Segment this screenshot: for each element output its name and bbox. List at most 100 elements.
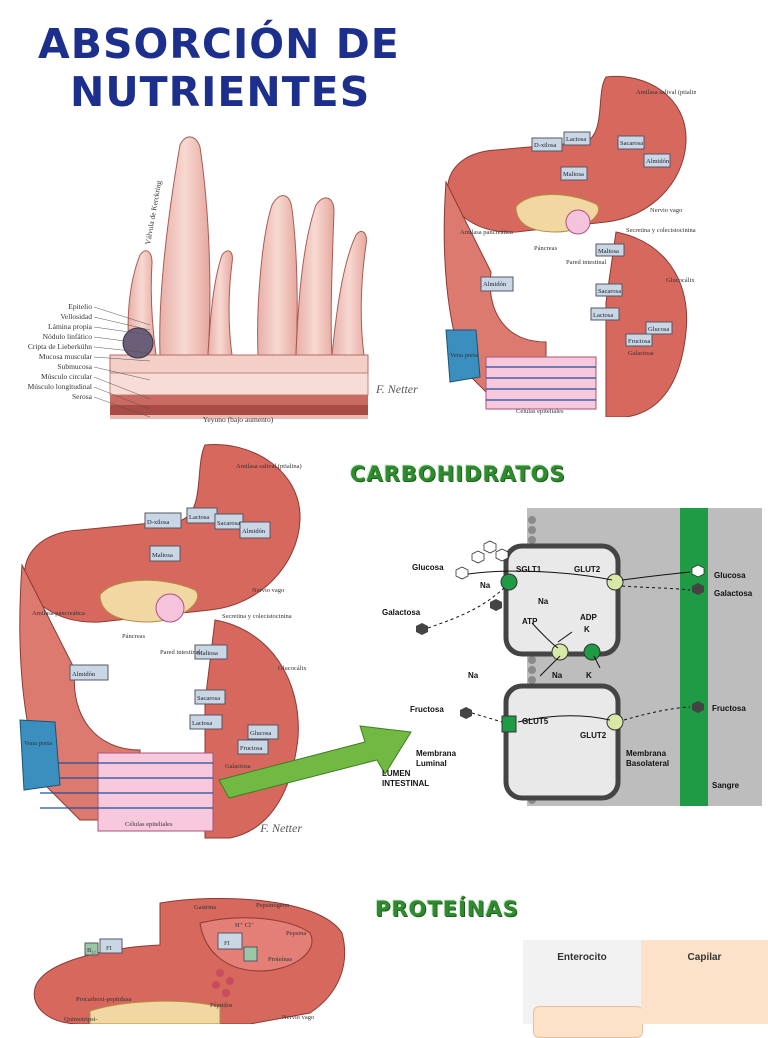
digestion-label: Almidón <box>242 528 266 535</box>
protein-label: H⁺ Cl⁻ <box>235 922 255 929</box>
villi-label: Lámina propia <box>48 322 93 331</box>
digestion-label: Secretina y colecistocinina <box>222 613 292 620</box>
na-label-1: Na <box>480 581 491 590</box>
villi-label: Nódulo linfático <box>43 332 93 341</box>
sangre-label: Sangre <box>712 781 740 790</box>
digestion-label: Páncreas <box>534 245 558 252</box>
atp-label: ATP <box>522 617 538 626</box>
enterocito-header: Enterocito <box>557 952 607 963</box>
fructosa-label: Fructosa <box>410 705 444 714</box>
villi-label: Submucosa <box>57 362 92 371</box>
villi-label: Cripta de Lieberkühn <box>28 342 92 351</box>
page-title: ABSORCIÓN DE NUTRIENTES <box>38 20 400 116</box>
valve-label: Válvula de Kerckring <box>143 180 163 246</box>
absorption-table: Enterocito Capilar <box>523 940 768 1038</box>
glut2-transporter-top <box>606 573 624 591</box>
villi-illustration: Epitelio Vellosidad Lámina propia Nódulo… <box>28 136 418 424</box>
title-line-2: NUTRIENTES <box>70 68 371 116</box>
digestion-label: Nervio vago <box>252 587 284 594</box>
digestion-label: Maltosa <box>563 171 584 178</box>
villi-label: Músculo circular <box>41 372 93 381</box>
digestion-label: Nervio vago <box>650 207 682 214</box>
digestion-label: Amilasa salival (ptialina) <box>236 463 302 470</box>
digestion-diagram-middle: D-xilosa Lactosa Sacarosa Maltosa Almidó… <box>19 443 307 839</box>
villi-label: Mucosa muscular <box>39 352 93 361</box>
sglt1-transporter <box>500 573 518 591</box>
protein-label: FI <box>106 945 112 952</box>
na-label-3: Na <box>552 671 563 680</box>
digestion-label: Maltosa <box>197 650 218 657</box>
digestion-label: Glucosa <box>250 730 271 737</box>
glucosa-out-label: Glucosa <box>714 571 746 580</box>
digestion-label: Amilasa pancreática <box>460 229 513 236</box>
protein-label: Procarboxi-peptidasa <box>76 996 131 1003</box>
k-label-1: K <box>584 625 590 634</box>
title-line-1: ABSORCIÓN DE <box>38 20 400 68</box>
digestion-label: Glucocálix <box>278 665 307 672</box>
enterocito-cell <box>533 1006 643 1038</box>
galactosa-label: Galactosa <box>382 608 421 617</box>
digestion-label: D-xilosa <box>534 142 557 149</box>
digestion-label: Maltosa <box>598 248 619 255</box>
carbohidratos-heading: CARBOHIDRATOS <box>350 462 566 486</box>
digestion-label: Glucocálix <box>666 277 695 284</box>
protein-label: Pepsina <box>286 930 306 937</box>
digestion-label: Amilasa pancreática <box>32 610 85 617</box>
digestion-diagram-top: D-xilosa Lactosa Sacarosa Maltosa Almidó… <box>443 75 696 417</box>
digestion-label: Sacarosa <box>598 288 621 295</box>
adp-label: ADP <box>580 613 598 622</box>
glut5-transporter <box>501 715 517 733</box>
pump-atpase-left <box>551 643 569 661</box>
sglt1-label: SGLT1 <box>516 565 542 574</box>
digestion-label: Almidón <box>646 158 670 165</box>
netter-signature: F. Netter <box>259 821 302 835</box>
netter-signature: F. Netter <box>375 382 418 396</box>
digestion-label: Lactosa <box>189 514 209 521</box>
digestion-label: Vena porta <box>450 352 478 359</box>
digestion-label: Amilasa salival (ptialina) <box>636 89 696 96</box>
protein-label: Péptidos <box>210 1002 233 1009</box>
villi-label: Músculo longitudinal <box>28 382 92 391</box>
digestion-label: Sacarosa <box>217 520 240 527</box>
glucosa-label: Glucosa <box>412 563 444 572</box>
digestion-label: Secretina y colecistocinina <box>626 227 696 234</box>
digestion-label: Almidón <box>483 281 507 288</box>
digestion-label: Lactosa <box>593 312 613 319</box>
digestion-label: Lactosa <box>192 720 212 727</box>
protein-label: Quimotripsi- <box>64 1016 98 1023</box>
villi-right <box>257 195 367 356</box>
digestion-label: Lactosa <box>566 136 586 143</box>
protein-label: Pepsinógeno <box>256 902 289 909</box>
digestion-label: Pared intestinal <box>160 649 200 656</box>
villi-label: Serosa <box>72 392 93 401</box>
proteinas-heading: PROTEÍNAS <box>375 897 519 921</box>
digestion-label: Células epiteliales <box>516 408 564 415</box>
glut2-transporter-bottom <box>606 713 624 731</box>
digestion-label: Maltosa <box>152 552 173 559</box>
protein-digestion-diagram: Gastrina Pepsinógeno H⁺ Cl⁻ Pepsina Prot… <box>33 897 346 1024</box>
glut2-label-bottom: GLUT2 <box>580 731 607 740</box>
na-label-4: Na <box>468 671 479 680</box>
villi-label: Epitelio <box>68 302 92 311</box>
digestion-label: Sacarosa <box>620 140 643 147</box>
capilar-column: Capilar <box>641 940 768 1024</box>
digestion-label: Células epiteliales <box>125 821 173 828</box>
digestion-label: Glucosa <box>648 326 669 333</box>
villi-left <box>120 136 240 370</box>
na-label-2: Na <box>538 597 549 606</box>
protein-label: FI <box>224 940 230 947</box>
k-label-2: K <box>586 671 592 680</box>
digestion-label: Galactosa <box>628 350 654 357</box>
protein-label: Nervio vago <box>282 1014 314 1021</box>
digestion-label: Galactosa <box>225 763 251 770</box>
lymph-nodule <box>122 327 154 359</box>
villi-caption: Yeyuno (bajo aumento) <box>203 415 274 424</box>
fructosa-out-label: Fructosa <box>712 704 746 713</box>
pump-atpase-right <box>583 643 601 661</box>
enterocito-column: Enterocito <box>523 940 643 1038</box>
digestion-label: Vena porta <box>24 740 52 747</box>
glut2-label-top: GLUT2 <box>574 565 601 574</box>
